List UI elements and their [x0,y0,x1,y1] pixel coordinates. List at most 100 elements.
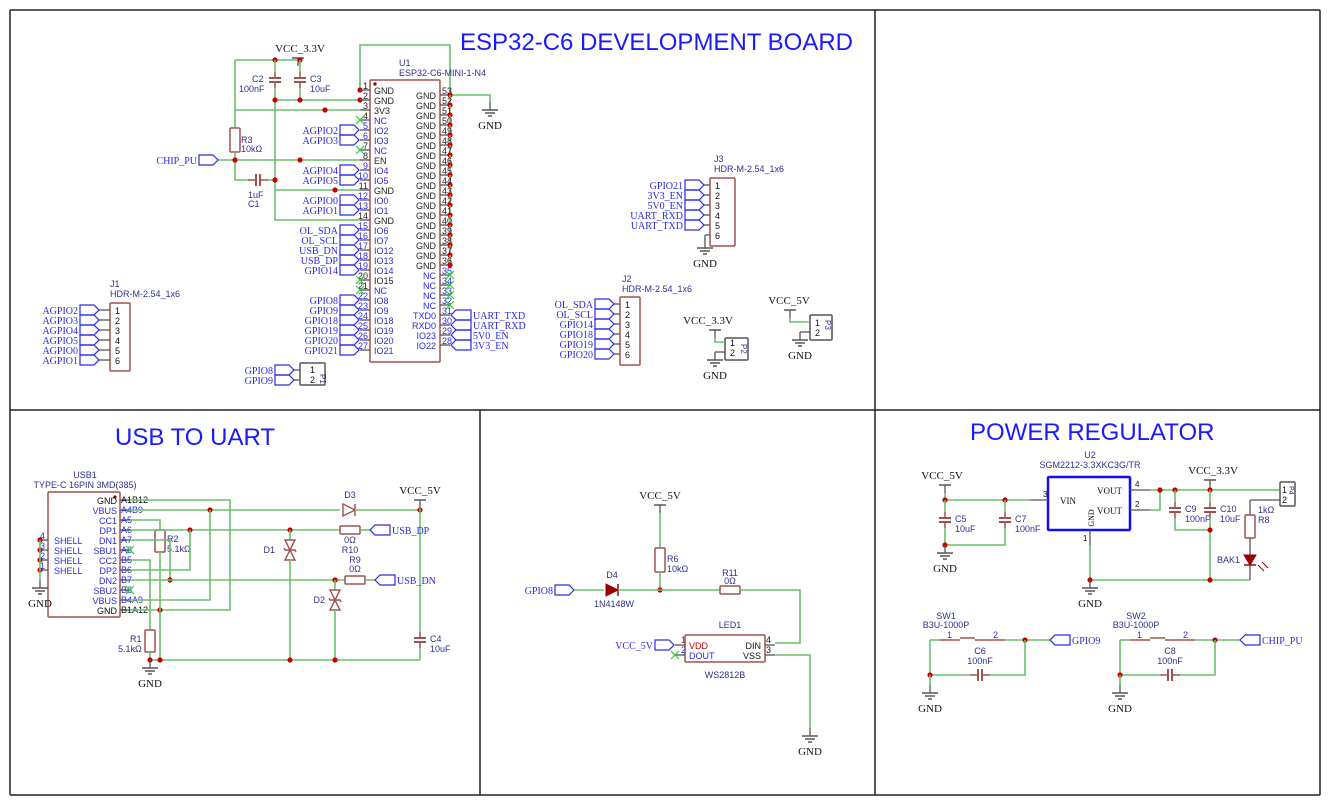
pin-number: 7 [363,141,368,151]
pin-number: 9 [363,161,368,171]
net-flag [339,234,360,246]
net-label: GPIO18 [560,330,593,341]
net-label: GPIO14 [305,266,338,277]
net-flag [339,164,360,176]
d2-ref: D2 [313,595,325,605]
pin-name: DP1 [99,526,117,536]
light-ray-icon [1257,564,1265,572]
net-flag [339,134,360,146]
pin-number: 2 [625,310,630,320]
net-flag [594,318,615,330]
pin-number: A6 [121,525,132,535]
pin-number: 2 [993,630,998,640]
net-label: GPIO18 [305,316,338,327]
tvs-diode-icon [283,547,297,553]
pin-number: A8 [121,545,132,555]
pin-name: DP2 [99,566,117,576]
pin-name: GND [374,96,395,106]
esp-j3-connector [709,177,736,247]
net-label: AGPIO5 [302,176,338,187]
net-label: USB_DP [301,256,339,267]
net-label: AGPIO3 [42,316,78,327]
switch-net-flag: CHIP_PU [1262,636,1303,647]
pin-name: NC [423,301,436,311]
pin-name: GND [416,91,437,101]
no-connect-icon [125,545,135,555]
junction-dot [332,657,338,663]
pin-number: 2 [1135,500,1140,509]
pin-name: DOUT [689,651,715,661]
net-label: AGPIO1 [42,356,78,367]
wire [1180,640,1216,676]
pin-number: 48 [442,136,452,146]
pin-number: 14 [358,211,368,221]
net-flag [79,314,100,326]
net-label: AGPIO2 [302,126,338,137]
wire [130,499,231,611]
net-flag [339,194,360,206]
net-flag [594,298,615,310]
pin-name: DN1 [99,536,117,546]
j2-ref: J2 [622,274,632,284]
pin-number: 4 [715,211,720,221]
pin-name: DN2 [99,576,117,586]
pin-number: 3 [766,645,771,655]
pin-name: DIN [746,641,762,651]
pin-number: 6 [715,231,720,241]
gnd-label: GND [1108,703,1132,715]
pin-name: IO22 [416,341,436,351]
pin-number: 1 [681,635,686,645]
pin-number: 2 [681,645,686,655]
pin-number: 5 [115,346,120,356]
pin-number: 52 [442,96,452,106]
r2-value: 5.1kΩ [167,544,191,554]
net-label: OL_SCL [556,310,593,321]
section-title-power: POWER REGULATOR [970,419,1214,446]
net-flag [339,204,360,216]
pin-name: IO13 [374,256,394,266]
pin-name: NC [423,281,436,291]
pin-number: 1 [625,300,630,310]
wire [274,88,360,221]
pin-number: 17 [358,241,368,251]
vcc-5v-flag: VCC_5V [615,641,654,652]
capacitor-value: 100nF [1157,656,1183,666]
pin-name: GND [416,121,437,131]
power-label: VCC_5V [399,485,441,497]
c1-ref: C1 [248,199,260,209]
pin-number: A5 [121,515,132,525]
wire [130,519,161,530]
net-flag [594,338,615,350]
no-connect-icon [445,290,455,300]
no-connect-icon [445,300,455,310]
pin-number: 2 [310,375,315,385]
pin-name: NC [374,116,387,126]
r9-ref: R9 [349,555,361,565]
pin-number: B7 [121,575,132,585]
r1-value: 5.1kΩ [118,644,142,654]
pin-number: 28 [442,336,452,346]
net-flag [450,319,472,331]
net-flag [450,309,472,321]
net-flag [339,124,360,136]
c1-value: 1uF [248,190,264,200]
capacitor-ref: C6 [974,646,986,656]
wire [1174,518,1210,531]
junction-dot [322,107,328,113]
pin-name: SBU2 [93,586,117,596]
net-flag [339,304,360,316]
pin-number: 30 [442,316,452,326]
net-label: AGPIO1 [302,206,338,217]
pin-name: VBUS [92,596,117,606]
pin-name: GND [416,261,437,271]
pin-name: VIN [1060,496,1076,506]
pin-number: 44 [442,176,452,186]
r3-value: 10kΩ [241,144,263,154]
power-label: VCC_3.3V [683,315,733,327]
pin-number: 2 [1183,630,1188,640]
c9-value: 100nF [1185,514,1211,524]
net-flag [198,154,219,166]
pin-name: GND [416,161,437,171]
no-connect-icon [355,285,365,295]
pin-name: IO23 [416,331,436,341]
